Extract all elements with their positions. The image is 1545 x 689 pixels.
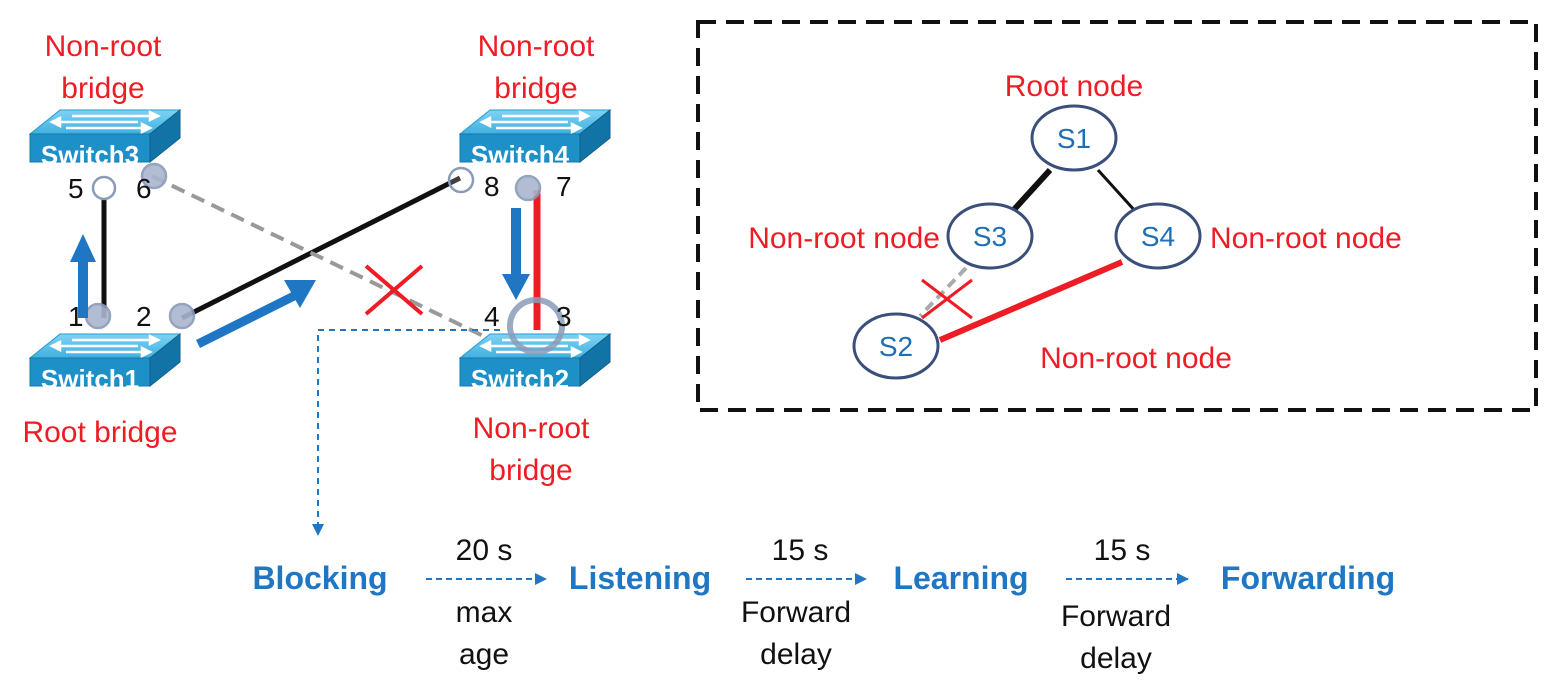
switch4-role-line1: Non-root (478, 30, 595, 63)
transition-2-time: 15 s (772, 534, 829, 567)
transition-1-time: 20 s (456, 534, 513, 567)
port-7-marker (514, 174, 542, 202)
port-3-marker (507, 297, 565, 355)
tree-s2-label: Non-root node (1040, 342, 1232, 375)
tree-panel-border (696, 20, 1538, 412)
switch4-role-line2: bridge (494, 72, 577, 105)
tree-node-s1: S1 (1030, 104, 1118, 172)
port-4-label: 4 (484, 301, 500, 332)
state-listening: Listening (569, 560, 711, 596)
switch3-label: Switch3 (41, 140, 139, 170)
tree-blocked-x-mark (921, 278, 973, 320)
tree-node-s4: S4 (1114, 202, 1202, 270)
link-switch1-switch4 (180, 175, 462, 321)
switch3-role-line1: Non-root (45, 30, 162, 63)
callout-line (317, 329, 500, 528)
transition-2-label-line2: delay (760, 638, 832, 671)
callout-arrowhead (312, 524, 324, 536)
tree-edge-s1-s4 (1096, 168, 1138, 214)
transition-2-label-line1: Forward (741, 596, 851, 629)
bpdu-arrow-up (70, 234, 96, 318)
tree-node-s2-label: S2 (879, 331, 913, 362)
transition-1-label-line1: max (456, 596, 513, 629)
switch2-role-line2: bridge (489, 454, 572, 487)
blocked-link-x-mark (364, 264, 424, 316)
port-7-label: 7 (556, 171, 572, 202)
state-blocking: Blocking (252, 560, 387, 596)
bpdu-arrow-diagonal (196, 280, 316, 348)
port-3-label: 3 (556, 301, 572, 332)
tree-node-s2: S2 (852, 312, 940, 380)
switch2-label: Switch2 (471, 364, 569, 394)
transition-3-label-line1: Forward (1061, 600, 1171, 633)
port-5-marker (91, 175, 117, 201)
port-8-label: 8 (484, 171, 500, 202)
port-5-label: 5 (68, 173, 84, 204)
tree-edge-s1-s3 (1007, 167, 1053, 217)
tree-edge-s3-s2-blocked (918, 266, 968, 318)
tree-edge-s4-s2-new (938, 259, 1124, 343)
tree-s3-label: Non-root node (748, 222, 940, 255)
tree-root-label: Root node (1005, 70, 1143, 103)
tree-node-s1-label: S1 (1057, 123, 1091, 154)
link-switch3-switch2-blocked (151, 174, 501, 346)
switch1-label: Switch1 (41, 364, 139, 394)
switch3-role-line2: bridge (61, 72, 144, 105)
port-6-label: 6 (136, 173, 152, 204)
transition-3-label-line2: delay (1080, 642, 1152, 675)
tree-node-s3-label: S3 (973, 221, 1007, 252)
port-2-label: 2 (136, 301, 152, 332)
switch4-label: Switch4 (471, 140, 570, 170)
port-6-marker (140, 162, 168, 190)
port-8-marker (447, 166, 475, 194)
state-learning: Learning (893, 560, 1028, 596)
port-2-marker (168, 302, 196, 330)
transition-3-time: 15 s (1094, 534, 1151, 567)
bpdu-arrow-down (502, 208, 530, 300)
tree-s4-label: Non-root node (1210, 222, 1402, 255)
switch1-role: Root bridge (22, 416, 177, 449)
state-forwarding: Forwarding (1221, 560, 1395, 596)
tree-node-s4-label: S4 (1141, 221, 1175, 252)
tree-node-s3: S3 (946, 202, 1034, 270)
transition-1-label-line2: age (459, 638, 509, 671)
port-1-marker (84, 302, 112, 330)
switch2-role-line1: Non-root (473, 412, 590, 445)
